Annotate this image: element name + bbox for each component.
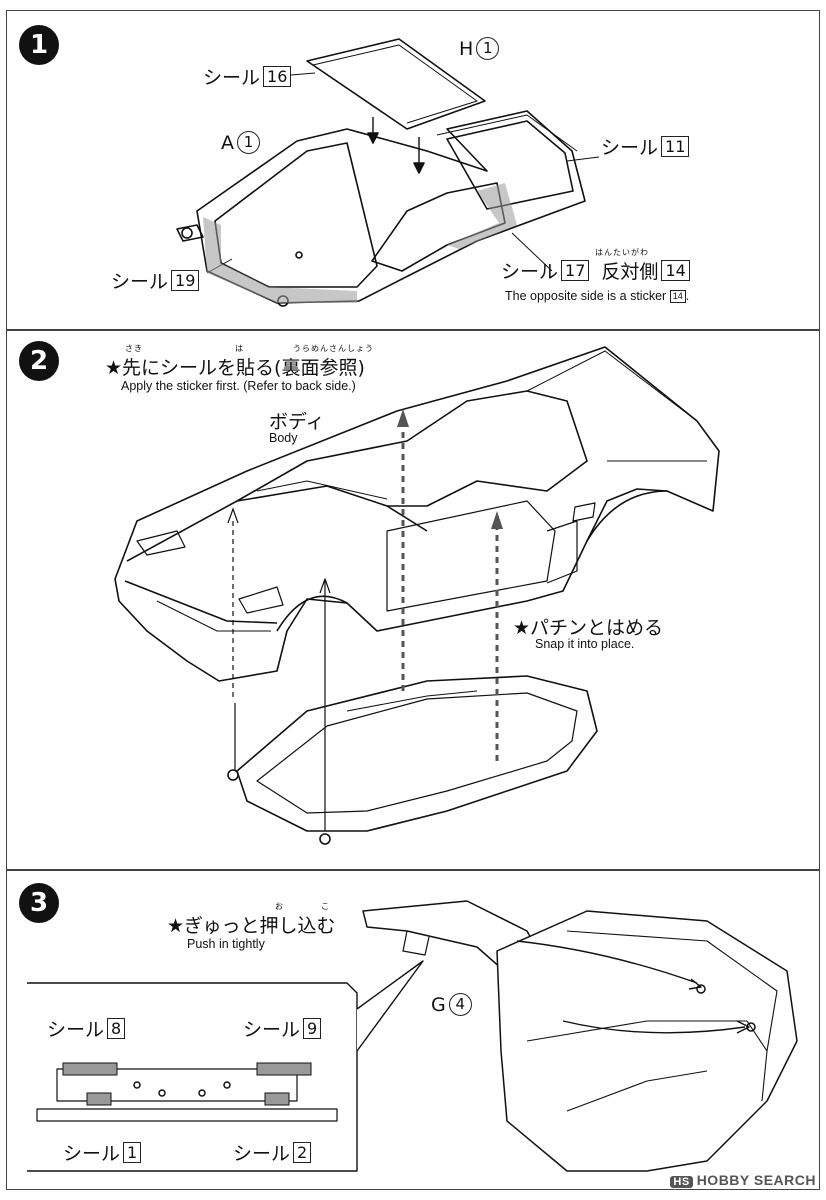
step-3-panel: 3 お こ ★ぎゅっと押し込む Push in tightly <box>6 870 820 1190</box>
step-1-panel: 1 <box>6 10 820 330</box>
ruby-ha: は <box>235 344 244 353</box>
step3-instruction-en: Push in tightly <box>187 937 265 951</box>
ruby-uramen: うらめんさんしょう <box>293 344 374 353</box>
step2-instruction-en: Apply the sticker first. (Refer to back … <box>121 379 356 393</box>
body-label: ボディ <box>269 411 325 433</box>
snap-instruction-en: Snap it into place. <box>535 637 635 651</box>
step3-instruction: ★ぎゅっと押し込む <box>167 915 336 937</box>
step-2-panel: 2 さき は うらめんさんしょう ★先にシールを貼る(裏面参照) Apply t… <box>6 330 820 870</box>
opposite-side-ruby: はんたいがわ <box>595 248 649 257</box>
snap-instruction: ★パチンとはめる <box>513 617 664 639</box>
step2-instruction: ★先にシールを貼る(裏面参照) <box>105 357 365 379</box>
windshield-roof-diagram <box>176 38 600 307</box>
body-chassis-diagram <box>114 346 720 845</box>
step-number-2: 2 <box>19 341 59 381</box>
watermark-badge: HS <box>670 1176 693 1188</box>
body-label-en: Body <box>269 431 298 445</box>
rear-panel-diagram <box>27 900 798 1172</box>
opposite-side-note: The opposite side is a sticker 14. <box>505 289 690 303</box>
step-number-3: 3 <box>19 883 59 923</box>
ruby-ko: こ <box>321 902 330 911</box>
ruby-saki: さき <box>125 344 143 353</box>
step-number-1: 1 <box>19 25 59 65</box>
opposite-side-text: 反対側 <box>601 261 659 283</box>
ruby-o: お <box>275 902 284 911</box>
